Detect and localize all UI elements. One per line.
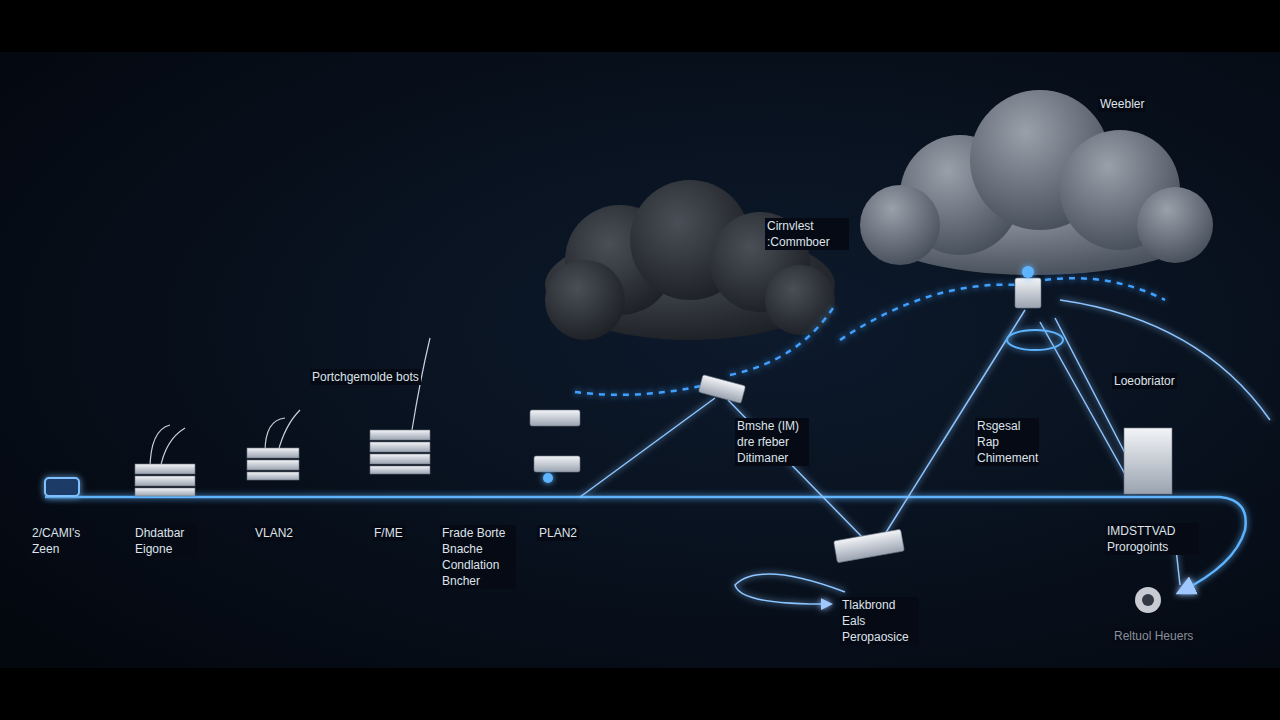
device-label: Portchgemolde bots [310,369,421,385]
background [0,52,1280,668]
light-cloud [860,90,1213,275]
dashed-link [575,278,1165,395]
device-label: VLAN2 [253,525,295,541]
device-label: Reltuol Heuers [1112,628,1195,644]
device-label: Weebler [1098,96,1146,112]
devices [45,266,1172,613]
device-label: Loeobriator [1112,373,1177,389]
dark-cloud [545,180,835,340]
device-label: F/ME [372,525,405,541]
device-label: PLAN2 [537,525,579,541]
device-label: Rsgesal Rap Chimement [975,418,1039,466]
device-label: Cirnvlest :Commboer [765,218,849,250]
bus-line [45,497,1246,592]
device-label: Dhdatbar Eigone [133,525,197,557]
device-label: IMDSTTVAD Prorogoints [1105,523,1199,555]
device-label: Frade Borte Bnache Condlation Bncher [440,525,516,589]
link-lines [580,300,1270,604]
device-label: 2/CAMI's Zeen [30,525,94,557]
device-label: Bmshe (IM) dre rfeber Ditimaner [735,418,809,466]
cables [150,338,430,470]
device-label: Tlakbrond Eals Peropaosice [840,597,919,645]
